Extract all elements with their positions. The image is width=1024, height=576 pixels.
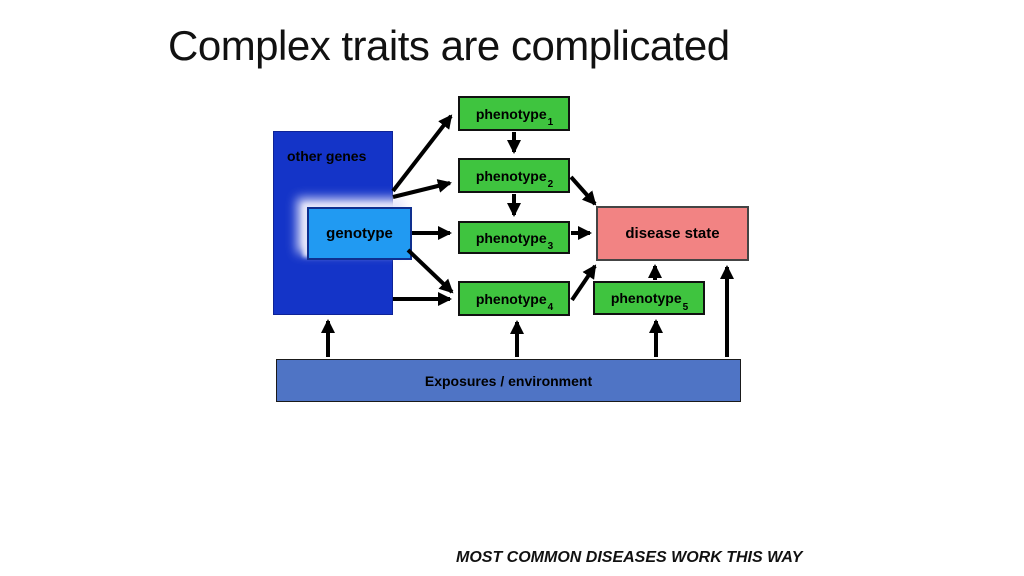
node-phenotype-2-label: phenotype2	[475, 167, 554, 191]
node-disease-state: disease state	[596, 206, 749, 261]
node-genotype-label: genotype	[326, 225, 393, 242]
arrow-other-genes-to-phenotype2	[392, 179, 452, 199]
footer-note: MOST COMMON DISEASES WORK THIS WAY	[456, 549, 803, 566]
node-genotype: genotype	[307, 207, 412, 260]
node-exposures-environment: Exposures / environment	[276, 359, 741, 402]
node-phenotype-3-label: phenotype3	[475, 229, 554, 253]
node-phenotype-1: phenotype1	[458, 96, 570, 131]
node-disease-state-label: disease state	[625, 225, 720, 242]
arrow-genotype-to-phenotype4	[406, 248, 454, 294]
node-phenotype-2: phenotype2	[458, 158, 570, 193]
node-exposures-label: Exposures / environment	[424, 372, 593, 389]
node-phenotype-5-label: phenotype5	[610, 290, 689, 313]
node-phenotype-1-label: phenotype1	[475, 105, 554, 129]
arrow-phenotype4-to-disease-state	[570, 264, 597, 302]
arrow-other-genes-to-phenotype1	[391, 114, 453, 193]
node-phenotype-5: phenotype5	[593, 281, 705, 315]
slide-title: Complex traits are complicated	[168, 22, 730, 69]
node-phenotype-4: phenotype4	[458, 281, 570, 316]
node-phenotype-3: phenotype3	[458, 221, 570, 254]
arrow-phenotype2-to-disease-state	[569, 175, 597, 206]
node-other-genes-label: other genes	[287, 148, 367, 164]
node-phenotype-4-label: phenotype4	[475, 290, 554, 314]
